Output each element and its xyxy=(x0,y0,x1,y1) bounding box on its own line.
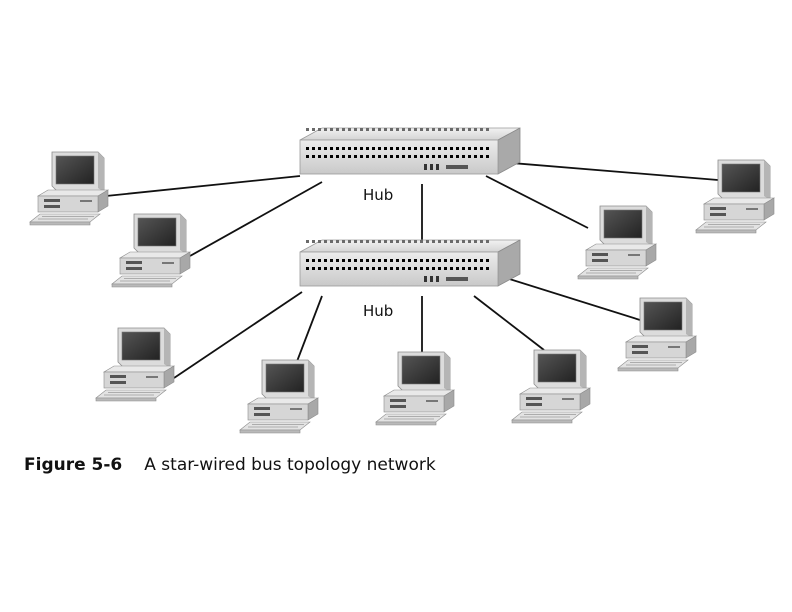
desktop-computer-icon xyxy=(375,351,455,426)
figure-caption: Figure 5-6 A star-wired bus topology netw… xyxy=(24,455,436,475)
cable-bottom-hub-pc-1 xyxy=(173,291,303,379)
desktop-computer-icon xyxy=(617,297,697,372)
desktop-computer-icon xyxy=(511,349,591,424)
figure-number: Figure 5-6 xyxy=(24,455,123,475)
cable-bottom-hub-pc-2 xyxy=(295,295,323,365)
cable-top-hub-pc-4 xyxy=(499,161,719,181)
desktop-computer-icon xyxy=(29,151,109,226)
cable-bottom-hub-pc-5 xyxy=(499,275,641,321)
bottom-hub: Hub xyxy=(300,240,520,320)
top-hub: Hub xyxy=(300,128,520,204)
cable-top-hub-pc-3 xyxy=(485,175,589,229)
cable-top-hub-pc-2 xyxy=(189,181,323,257)
desktop-computer-icon xyxy=(111,213,191,288)
desktop-computer-icon xyxy=(695,159,775,234)
hub-icon xyxy=(300,240,520,286)
network-cables xyxy=(105,161,719,379)
desktop-computer-icon xyxy=(577,205,657,280)
cable-top-hub-pc-1 xyxy=(105,175,301,197)
figure-caption-text: A star-wired bus topology network xyxy=(144,455,436,475)
hub-icon xyxy=(300,128,520,174)
desktop-computer-icon xyxy=(239,359,319,434)
top-hub-label: Hub xyxy=(363,186,393,204)
computers xyxy=(29,151,775,434)
cable-bottom-hub-pc-4 xyxy=(473,295,545,351)
desktop-computer-icon xyxy=(95,327,175,402)
bottom-hub-label: Hub xyxy=(363,302,393,320)
